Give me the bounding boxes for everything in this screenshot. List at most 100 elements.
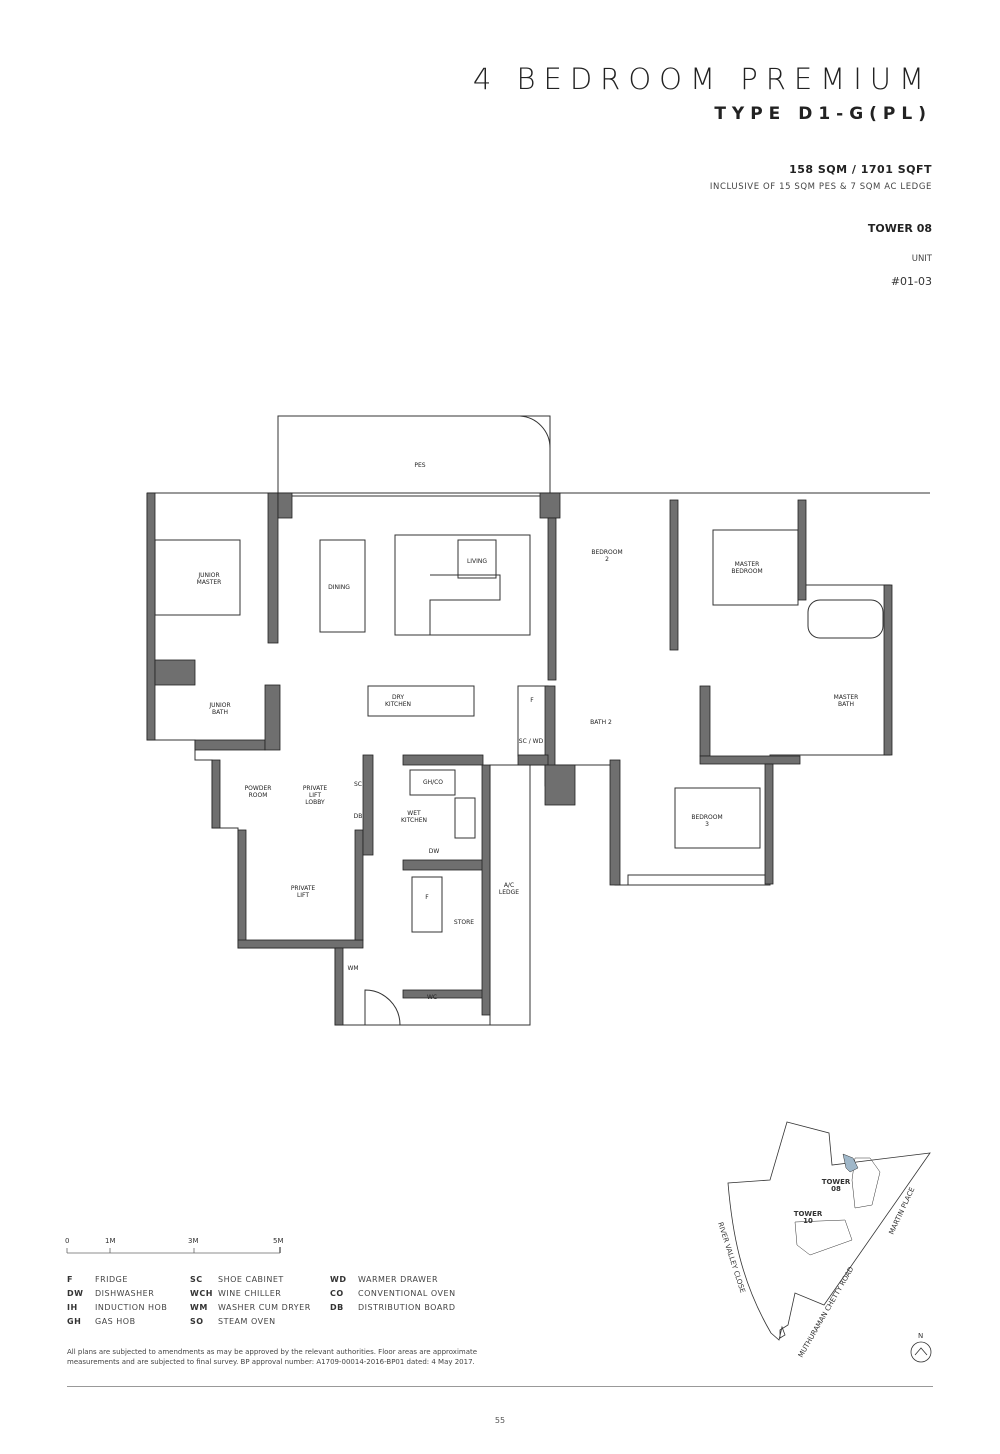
room-bedroom-2: BEDROOM — [591, 549, 622, 556]
room-bedroom-2-num: 2 — [605, 556, 609, 563]
scale-tick-5m: 5M — [273, 1237, 284, 1245]
legend-item: IH INDUCTION HOB — [67, 1303, 207, 1317]
legend-abbr: CO — [330, 1289, 344, 1298]
legend-text: WASHER CUM DRYER — [218, 1303, 311, 1312]
highlighted-unit — [842, 1153, 859, 1173]
room-ac-ledge-2: LEDGE — [499, 889, 519, 896]
unit-number: #01-03 — [890, 275, 932, 288]
unit-label: UNIT — [911, 254, 932, 264]
room-master-bath-2: BATH — [838, 701, 854, 708]
scale-bar — [66, 1247, 281, 1254]
room-junior-bath: JUNIOR — [208, 702, 230, 709]
room-bedroom-3-num: 3 — [705, 821, 709, 828]
room-wet-kitchen-2: KITCHEN — [401, 817, 427, 824]
legend-text: FRIDGE — [95, 1275, 128, 1284]
room-bath-2: BATH 2 — [590, 719, 612, 726]
room-dry-kitchen-2: KITCHEN — [385, 701, 411, 708]
scale-tick-0: 0 — [65, 1237, 69, 1245]
room-living: LIVING — [467, 558, 487, 565]
room-ac-ledge: A/C — [504, 882, 514, 889]
legend-text: DISTRIBUTION BOARD — [358, 1303, 456, 1312]
site-tower08: TOWER — [822, 1178, 851, 1186]
legend-abbr: IH — [67, 1303, 78, 1312]
room-lobby: PRIVATE — [303, 785, 328, 792]
legend-item: SO STEAM OVEN — [190, 1317, 330, 1331]
tower-label: TOWER 08 — [867, 222, 932, 235]
room-wet-kitchen: WET — [407, 810, 421, 817]
legend-abbr: GH — [67, 1317, 82, 1326]
legend-abbr: DW — [67, 1289, 84, 1298]
legend-text: DISHWASHER — [95, 1289, 155, 1298]
room-dining: DINING — [328, 584, 350, 591]
pes-outline — [277, 415, 551, 497]
legend-text: WARMER DRAWER — [358, 1275, 439, 1284]
legend-abbr: F — [67, 1275, 73, 1284]
legend-text: CONVENTIONAL OVEN — [358, 1289, 456, 1298]
wm-label: WM — [347, 965, 358, 972]
legend-abbr: WCH — [190, 1289, 213, 1298]
unit-area: 158 SQM / 1701 SQFT — [789, 163, 932, 176]
room-junior-master: JUNIOR — [197, 572, 219, 579]
legend-text: GAS HOB — [95, 1317, 136, 1326]
sofa — [394, 534, 531, 636]
legend-text: WINE CHILLER — [218, 1289, 282, 1298]
room-master-bath: MASTER — [834, 694, 859, 701]
living-table — [457, 539, 497, 579]
legend-abbr: WM — [190, 1303, 208, 1312]
db-label: DB — [354, 813, 363, 820]
site-plan — [727, 1121, 932, 1363]
gh-co-label: GH/CO — [423, 779, 443, 786]
room-private-lift: PRIVATE — [291, 885, 316, 892]
fridge2-label: F — [425, 894, 429, 901]
legend-col-3: WD WARMER DRAWER CO CONVENTIONAL OVEN DB DI… — [330, 1275, 470, 1317]
legend-col-2: SC SHOE CABINET WCH WINE CHILLER WM WASHER … — [190, 1275, 330, 1331]
page-title: 4 BEDROOM PREMIUM — [472, 62, 932, 96]
legend-item: F FRIDGE — [67, 1275, 207, 1289]
legend-item: DW DISHWASHER — [67, 1289, 207, 1303]
legend-text: STEAM OVEN — [218, 1317, 276, 1326]
room-powder-2: ROOM — [249, 792, 268, 799]
sc-wd-label: SC / WD — [519, 738, 544, 745]
legend-abbr: WD — [330, 1275, 347, 1284]
area-note: INCLUSIVE OF 15 SQM PES & 7 SQM AC LEDGE — [709, 182, 932, 192]
room-lobby-3: LOBBY — [305, 799, 325, 806]
room-junior-master-2: MASTER — [197, 579, 222, 586]
site-tower08-num: 08 — [831, 1185, 841, 1193]
room-private-lift-2: LIFT — [297, 892, 309, 899]
sink — [454, 797, 476, 839]
room-bedroom-3: BEDROOM — [691, 814, 722, 821]
legend-abbr: SO — [190, 1317, 204, 1326]
legend-item: SC SHOE CABINET — [190, 1275, 330, 1289]
legend-item: WD WARMER DRAWER — [330, 1275, 470, 1289]
bedroom3-bed — [674, 787, 761, 849]
fridge2-box — [411, 876, 443, 933]
disclaimer-note: All plans are subjected to amendments as… — [67, 1348, 478, 1366]
hob — [409, 769, 456, 796]
footer-divider — [67, 1386, 933, 1387]
room-store: STORE — [454, 919, 474, 926]
pes-door — [519, 415, 551, 449]
legend-item: WM WASHER CUM DRYER — [190, 1303, 330, 1317]
page-number: 55 — [494, 1416, 506, 1425]
scale-tick-1m: 1M — [105, 1237, 116, 1245]
service-door — [364, 989, 401, 1026]
unit-type: TYPE D1-G(PL) — [714, 104, 932, 124]
room-lobby-2: LIFT — [309, 792, 321, 799]
legend-abbr: SC — [190, 1275, 203, 1284]
bathtub — [807, 599, 884, 639]
room-powder: POWDER — [245, 785, 272, 792]
legend-abbr: DB — [330, 1303, 344, 1312]
site-tower10-num: 10 — [803, 1217, 813, 1225]
walls — [146, 492, 893, 1026]
room-master-bedroom: MASTER — [735, 561, 760, 568]
legend-text: SHOE CABINET — [218, 1275, 284, 1284]
north-label: N — [918, 1332, 923, 1340]
legend-item: WCH WINE CHILLER — [190, 1289, 330, 1303]
bedroom3-planter — [627, 874, 771, 886]
legend-col-1: F FRIDGE DW DISHWASHER IH INDUCTION HOB GH G… — [67, 1275, 207, 1331]
room-dry-kitchen: DRY — [392, 694, 404, 701]
legend-text: INDUCTION HOB — [95, 1303, 168, 1312]
legend-item: DB DISTRIBUTION BOARD — [330, 1303, 470, 1317]
legend-item: CO CONVENTIONAL OVEN — [330, 1289, 470, 1303]
